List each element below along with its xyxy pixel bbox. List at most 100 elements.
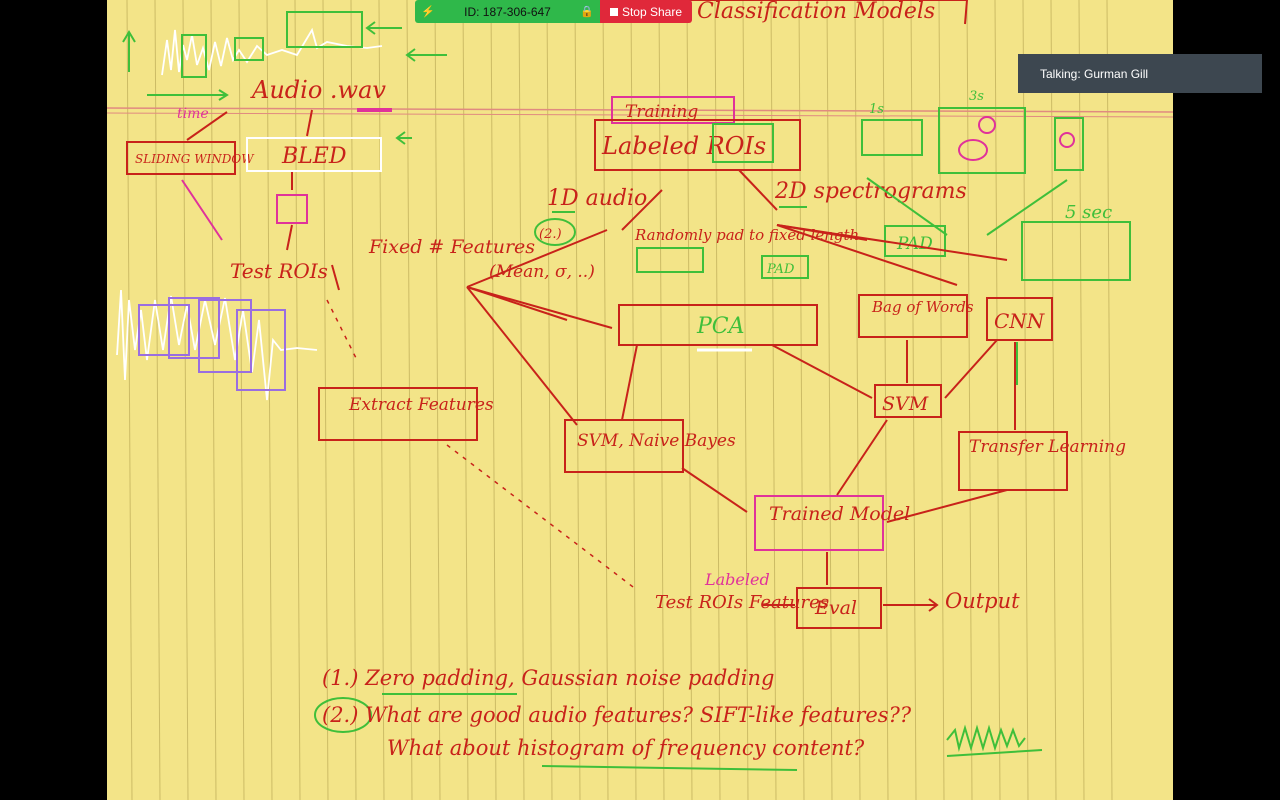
rois-highlight [712,123,774,163]
spec-box-3s [938,107,1026,174]
title-box [682,0,969,25]
flow-arrow [886,489,1008,523]
randomly-pad-label: Randomly pad to fixed length [634,226,859,244]
transfer-learning-label: Transfer Learning [969,437,1126,457]
pad-box-small [761,255,809,279]
histogram-doodle [946,724,1043,757]
flow-arrow [466,286,613,329]
test-rois-label: Test ROIs [230,259,328,283]
flow-arrow [286,224,293,251]
roi-box [276,194,308,224]
transfer-learning-box [958,431,1068,491]
svm-label: SVM [882,393,929,415]
bracket [331,264,340,291]
whiteboard-sketch: Classification Models time Audio .wav SL… [107,0,1173,800]
note-1: (1.) Zero padding, Gaussian noise paddin… [322,666,774,690]
flow-arrow [771,344,873,399]
window-boxes [138,297,286,391]
flow-arrow [186,111,228,141]
flow-arrow [836,419,888,496]
time-label: time [177,106,209,122]
ruled-lines [126,0,1113,800]
audio-wav-label: Audio .wav [250,76,386,104]
roi-circle [958,139,988,161]
flow-arrow [883,598,939,612]
note-3: What about histogram of frequency conten… [387,736,865,760]
axis-arrow-icon [122,30,136,72]
pca-box [618,304,818,346]
flow-arrow [306,109,313,137]
stop-icon [609,7,618,16]
two-d-spectrograms-label: 2D spectrograms [774,179,967,204]
pad-label-1: PAD [896,234,933,254]
note-2: (2.) What are good audio features? SIFT-… [322,703,912,727]
note-2-circle [314,697,372,733]
time-arrow-icon [147,89,229,101]
training-box [611,96,735,124]
labeled-rois-label: Labeled ROIs [601,132,766,160]
eval-label: Eval [814,597,857,619]
window-box [181,34,207,78]
stop-share-button[interactable]: Stop Share [600,0,692,23]
bag-of-words-label: Bag of Words [871,298,974,316]
talking-text: Talking: Gurman Gill [1040,66,1149,81]
spec-box-1s [861,119,923,156]
flow-arrow [776,224,958,286]
flow-arrow [681,467,748,513]
underline [541,765,798,771]
test-rois-features-label: Test ROIs Features [655,592,829,613]
waveform-top [161,27,383,76]
svm-naive-bayes-box [564,419,684,473]
one-d-audio-label: 1D audio [547,186,647,211]
extract-features-label: Extract Features [348,395,494,415]
fixed-features-label: Fixed # Features [368,236,535,258]
title-text: Classification Models [697,0,935,24]
pca-label: PCA [696,314,745,339]
window-box [286,11,363,48]
flow-arrow [181,179,223,241]
bled-box [246,137,382,172]
labeled-label: Labeled [704,570,770,589]
flow-arrow [466,286,568,321]
window-box [234,37,264,61]
note-two-label: (2.) [539,227,562,242]
trained-model-box [754,495,884,551]
cnn-label: CNN [994,309,1046,333]
pointer-arrow-icon [405,48,447,62]
note-two-circle [534,218,576,246]
meeting-id-indicator[interactable]: ⚡ ID: 187-306-647 🔒 [415,0,600,23]
sliding-window-label: SLIDING WINDOW [135,152,255,166]
flow-arrow [466,286,578,426]
svm-box [874,384,942,418]
flow-arrow [621,344,638,421]
svm-naive-bayes-label: SVM, Naive Bayes [577,431,736,451]
training-label: Training [625,102,698,122]
waveform-bottom [116,289,318,401]
talking-indicator: Talking: Gurman Gill [1018,54,1262,93]
margin-line [107,112,1173,118]
pointer-arrow-icon [395,131,412,145]
pad-highlight [636,247,704,273]
bag-of-words-box [858,294,968,338]
stop-share-label: Stop Share [621,4,683,19]
flow-arrow [944,339,998,399]
five-sec-box [1021,221,1131,281]
flow-arrow [776,224,1008,261]
notebook-paper: Classification Models time Audio .wav SL… [107,0,1173,800]
one-s-label: 1s [869,102,884,117]
dashed-flow [446,444,638,591]
output-label: Output [945,589,1020,613]
five-sec-label: 5 sec [1065,202,1112,223]
flow-arrow [466,229,608,288]
pad-label-2: PAD [766,262,795,277]
share-toolbar: ⚡ ID: 187-306-647 🔒 Stop Share [415,0,692,23]
margin-line [107,107,1173,113]
roi-circle [1059,132,1075,148]
flow-arrow [866,177,948,236]
lock-icon: 🔒 [580,6,594,18]
flow-arrow [621,189,663,231]
spec-box-small [1054,117,1084,171]
arrow-icon: ⚡ [421,6,435,18]
eval-box [796,587,882,629]
pointer-arrow-icon [365,21,402,35]
